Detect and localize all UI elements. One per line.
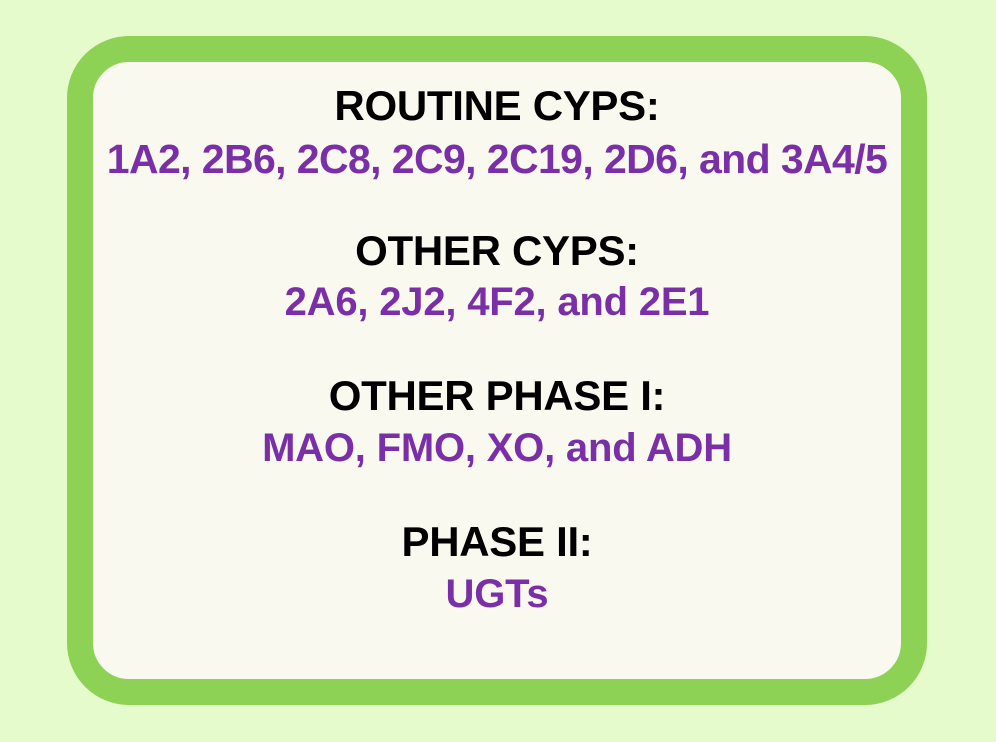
section-phase-2: PHASE II: UGTs: [93, 520, 901, 616]
section-other-phase-1: OTHER PHASE I: MAO, FMO, XO, and ADH: [93, 374, 901, 470]
section-routine-cyps-heading: ROUTINE CYPS:: [334, 82, 660, 129]
section-other-cyps-heading: OTHER CYPS:: [355, 226, 639, 274]
section-phase-2-heading: PHASE II:: [401, 518, 593, 566]
section-routine-cyps-items: 1A2, 2B6, 2C8, 2C9, 2C19, 2D6, and 3A4/5: [106, 135, 888, 182]
section-phase-2-items: UGTs: [445, 571, 549, 616]
card-content: ROUTINE CYPS: 1A2, 2B6, 2C8, 2C9, 2C19, …: [93, 62, 901, 679]
section-other-cyps-items: 2A6, 2J2, 4F2, and 2E1: [284, 280, 710, 325]
enzyme-panel-card: ROUTINE CYPS: 1A2, 2B6, 2C8, 2C9, 2C19, …: [67, 36, 927, 705]
section-other-phase-1-heading: OTHER PHASE I:: [328, 372, 666, 420]
section-other-cyps: OTHER CYPS: 2A6, 2J2, 4F2, and 2E1: [93, 226, 901, 325]
section-other-phase-1-items: MAO, FMO, XO, and ADH: [262, 426, 732, 470]
section-routine-cyps: ROUTINE CYPS: 1A2, 2B6, 2C8, 2C9, 2C19, …: [93, 82, 901, 182]
